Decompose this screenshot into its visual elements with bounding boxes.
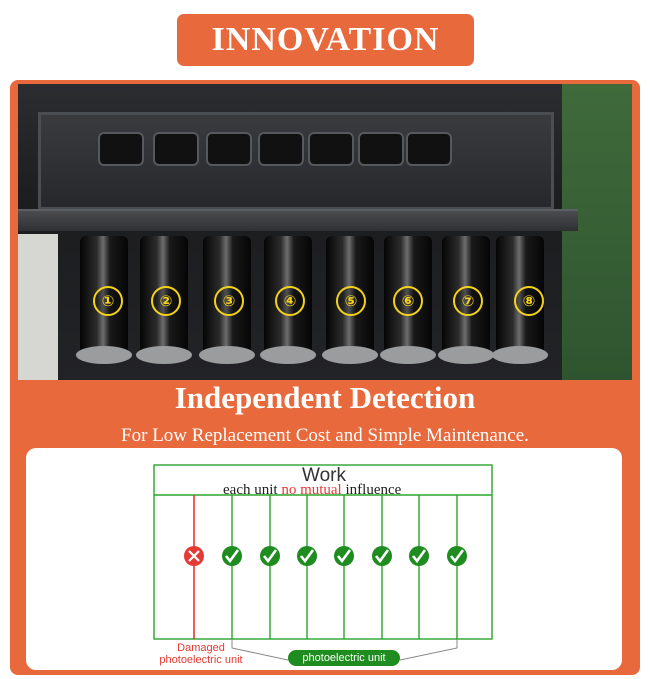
check-icon xyxy=(222,546,242,566)
work-sublabel: each unit no mutual influence xyxy=(223,482,401,499)
check-icon xyxy=(297,546,317,566)
check-icon xyxy=(334,546,354,566)
photoelectric-unit-badge: photoelectric unit xyxy=(288,650,400,666)
mounting-rail xyxy=(18,209,578,231)
upper-slot xyxy=(258,132,304,166)
work-sub-suffix: influence xyxy=(341,482,402,498)
work-label: Work xyxy=(302,465,346,486)
unit-number-4: ④ xyxy=(275,286,305,316)
upper-slot xyxy=(308,132,354,166)
cross-icon xyxy=(184,546,204,566)
detection-diagram: Work each unit no mutual influence Damag… xyxy=(26,448,622,670)
diagram-lines xyxy=(153,464,493,661)
work-sub-prefix: each unit xyxy=(223,482,282,498)
unit-number-1: ① xyxy=(93,286,123,316)
header-title: INNOVATION xyxy=(177,14,474,66)
feature-title: Independent Detection xyxy=(174,380,476,415)
work-sub-highlight: no mutual xyxy=(281,482,342,498)
unit-number-2: ② xyxy=(151,286,181,316)
unit-number-8: ⑧ xyxy=(514,286,544,316)
check-icon xyxy=(447,546,467,566)
unit-number-7: ⑦ xyxy=(453,286,483,316)
upper-slot xyxy=(206,132,252,166)
damaged-label-line2: photoelectric unit xyxy=(159,654,243,666)
upper-slot xyxy=(406,132,452,166)
callout-line xyxy=(231,639,289,661)
damaged-label-line1: Damaged xyxy=(177,642,225,654)
check-icon xyxy=(372,546,392,566)
background-foliage xyxy=(562,84,632,380)
unit-number-5: ⑤ xyxy=(336,286,366,316)
unit-number-3: ③ xyxy=(214,286,244,316)
feature-panel: ① ② ③ ④ ⑤ ⑥ ⑦ ⑧ Independent Detection Fo… xyxy=(10,80,640,675)
damaged-unit-label: Damaged photoelectric unit xyxy=(146,642,256,666)
feature-subtitle: For Low Replacement Cost and Simple Main… xyxy=(121,425,529,446)
upper-slot xyxy=(358,132,404,166)
upper-slot xyxy=(98,132,144,166)
check-icon xyxy=(409,546,429,566)
product-photo: ① ② ③ ④ ⑤ ⑥ ⑦ ⑧ xyxy=(18,84,632,380)
upper-slot xyxy=(153,132,199,166)
unit-number-6: ⑥ xyxy=(393,286,423,316)
check-icon xyxy=(260,546,280,566)
work-frame xyxy=(153,464,493,640)
background-wall xyxy=(18,234,58,380)
callout-line xyxy=(399,639,458,661)
